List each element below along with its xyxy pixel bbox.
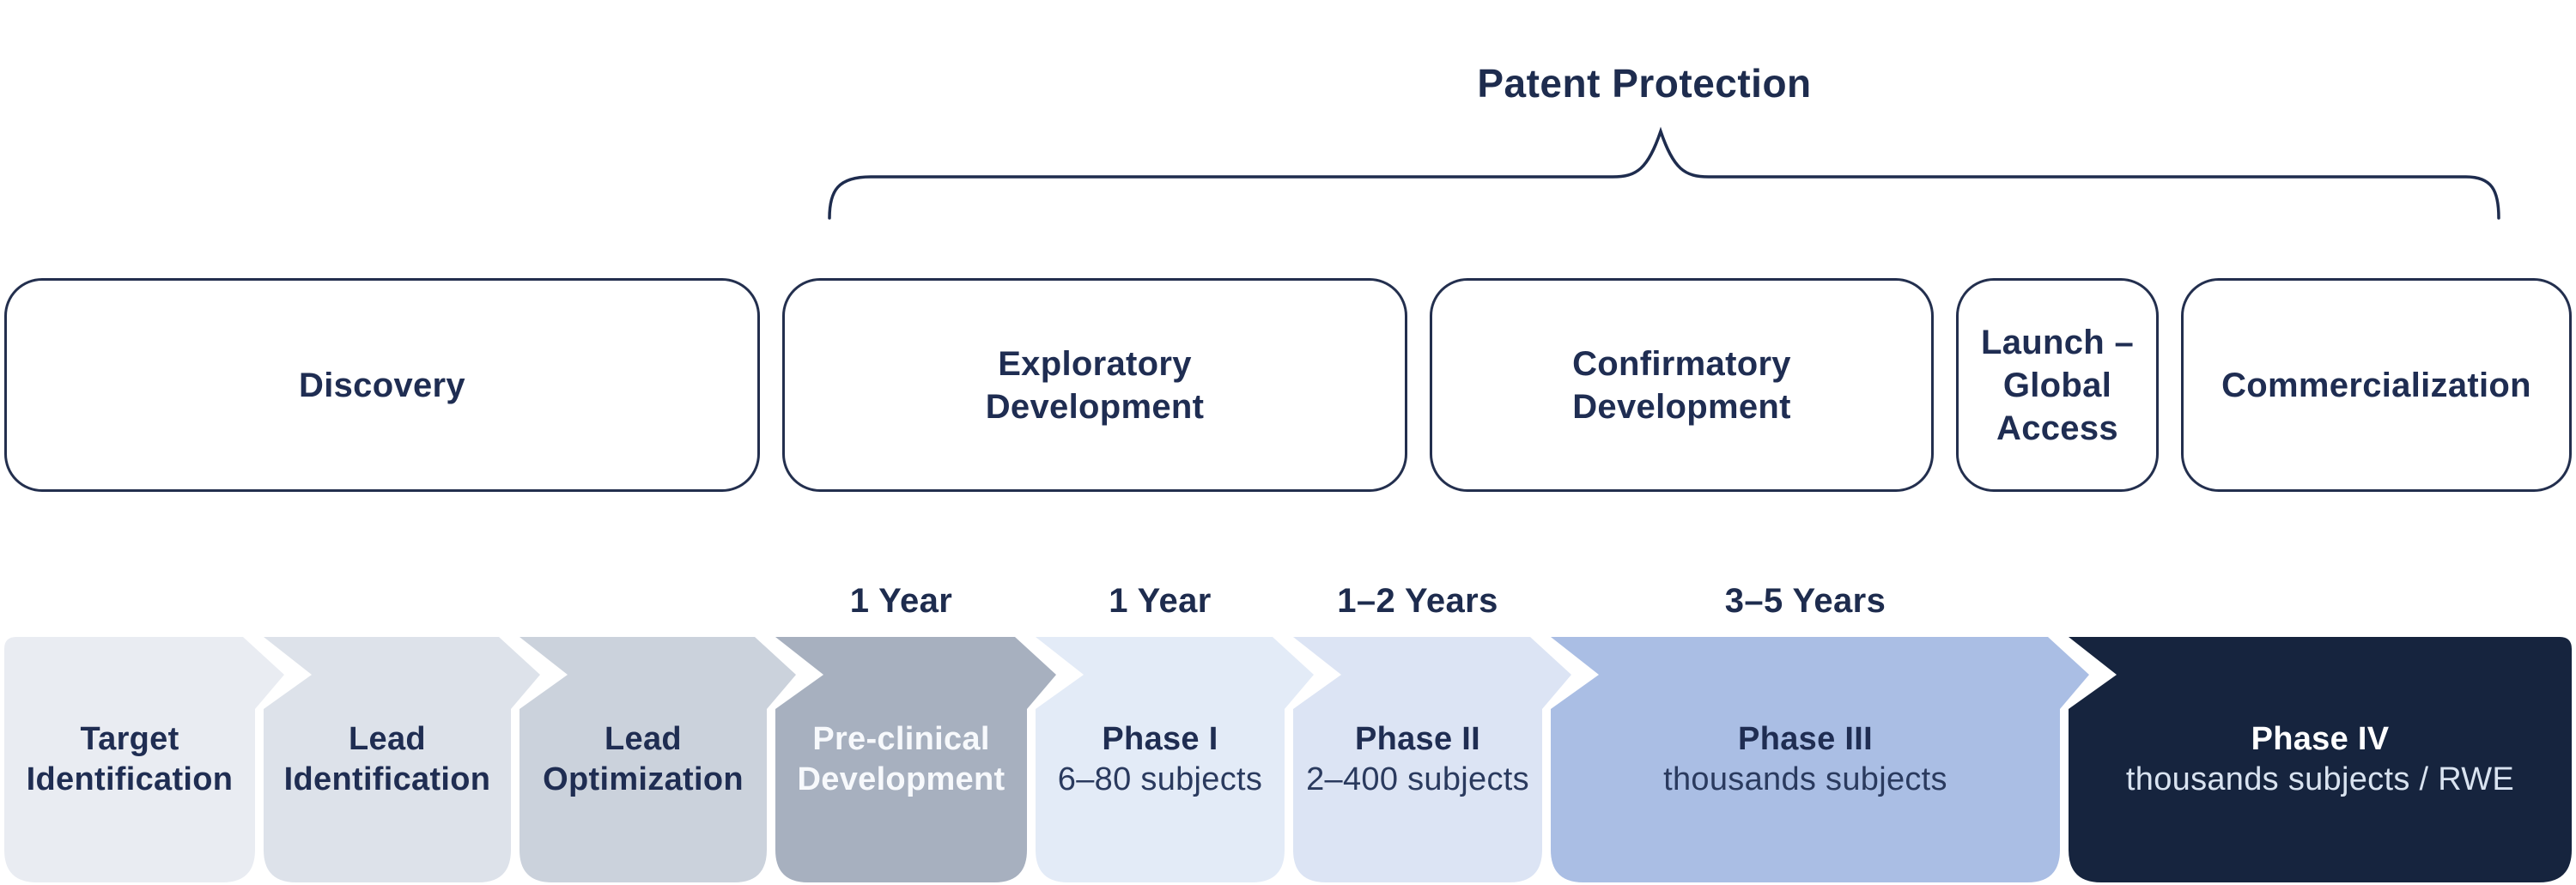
stage-box-label: Discovery — [299, 366, 465, 404]
stage-box-label: Exploratory — [998, 344, 1192, 383]
ribbon-shape-pre-clinical-development — [775, 637, 1056, 882]
pipeline-ribbons — [4, 637, 2572, 882]
stage-box-label: Confirmatory — [1572, 344, 1791, 383]
stage-box-label: Access — [1996, 409, 2118, 447]
ribbon-shape-phase-2 — [1293, 637, 1571, 882]
stage-box-label: Launch – — [1981, 323, 2134, 361]
ribbon-shape-phase-1 — [1036, 637, 1314, 882]
duration-label-phase-3: 3–5 Years — [1724, 581, 1886, 620]
duration-label-phase-2: 1–2 Years — [1337, 581, 1498, 620]
patent-protection-brace — [828, 126, 2500, 220]
duration-label-pre-clinical-development: 1 Year — [849, 581, 953, 620]
stage-box-label: Development — [985, 387, 1205, 426]
stage-box-commercialization: Commercialization — [2181, 278, 2572, 492]
ribbon-shape-phase-4 — [2069, 637, 2572, 882]
ribbon-shape-target-identification — [4, 637, 284, 882]
stage-box-discovery: Discovery — [4, 278, 760, 492]
patent-protection-title: Patent Protection — [1477, 61, 1812, 106]
stage-box-label: Commercialization — [2221, 366, 2531, 404]
ribbon-shape-lead-optimization — [519, 637, 796, 882]
ribbon-shape-lead-identification — [264, 637, 540, 882]
ribbon-shape-phase-3 — [1551, 637, 2089, 882]
stage-box-label: Global — [2002, 366, 2112, 404]
duration-label-phase-1: 1 Year — [1109, 581, 1212, 620]
stage-box-label: Development — [1572, 387, 1791, 426]
